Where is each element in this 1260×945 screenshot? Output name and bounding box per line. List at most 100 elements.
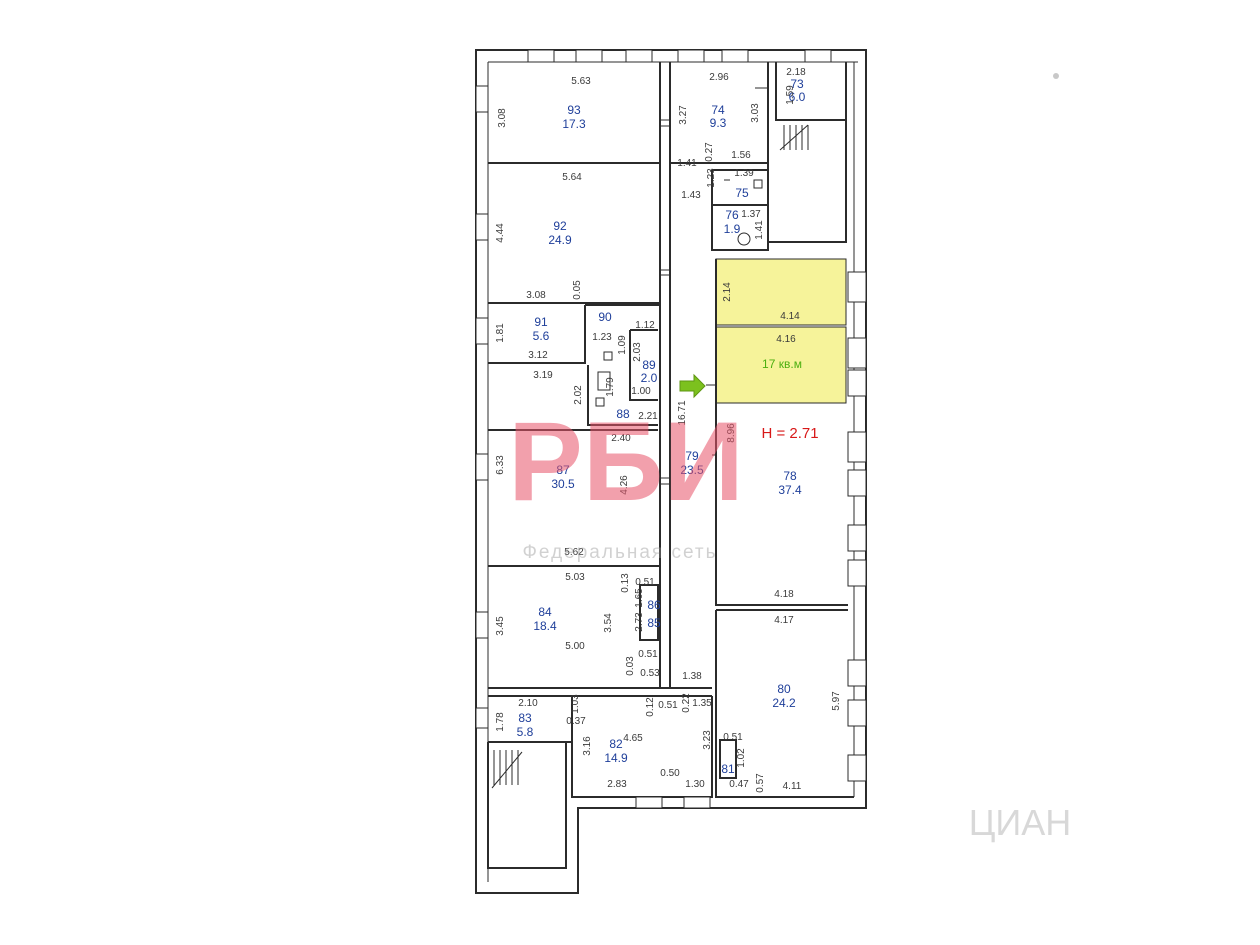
dim-label: 0.47 <box>729 779 749 790</box>
watermark-cian: ЦИАН <box>969 802 1072 843</box>
dim-label: 1.78 <box>495 712 506 732</box>
room-76-area: 1.9 <box>724 222 741 236</box>
dim-label: 2.40 <box>611 433 631 444</box>
room-84-area: 18.4 <box>533 619 557 633</box>
dim-label: 0.12 <box>645 697 656 717</box>
dim-label: 5.00 <box>565 641 585 652</box>
dim-label: 4.14 <box>780 311 800 322</box>
room-92-area: 24.9 <box>548 233 572 247</box>
dim-label: 2.21 <box>638 411 658 422</box>
dim-label: 1.81 <box>495 323 506 343</box>
room-91-number: 91 <box>534 315 548 329</box>
room-76-number: 76 <box>725 208 739 222</box>
dim-label: 5.97 <box>831 691 842 711</box>
dim-label: 5.64 <box>562 172 582 183</box>
entrance-arrow <box>679 373 706 399</box>
dim-label: 1.59 <box>785 85 796 105</box>
dim-label: 4.16 <box>776 334 796 345</box>
dim-label: 3.23 <box>702 730 713 750</box>
ceiling-height-label: H = 2.71 <box>761 425 818 442</box>
dim-label: 1.23 <box>706 168 717 188</box>
room-74-area: 9.3 <box>710 116 727 130</box>
dim-label: 4.11 <box>783 781 802 792</box>
dim-label: 2.18 <box>786 67 806 78</box>
room-89-number: 89 <box>642 358 656 372</box>
highlighted-area <box>715 258 847 404</box>
room-79-area: 23.5 <box>680 463 704 477</box>
dim-label: 1.02 <box>736 748 747 768</box>
room-73-area: 6.0 <box>789 90 806 104</box>
room-82-number: 82 <box>609 737 623 751</box>
stairs-bottom <box>491 750 523 789</box>
room-90-number: 90 <box>598 310 612 324</box>
dim-label: 1.23 <box>592 332 612 343</box>
dim-label: 0.05 <box>572 280 583 300</box>
room-85-number: 85 <box>647 616 661 630</box>
dim-label: 3.03 <box>750 103 761 123</box>
dim-label: 0.51 <box>635 577 655 588</box>
dim-label: 1.56 <box>731 150 751 161</box>
room-87-number: 87 <box>556 463 570 477</box>
dim-label: 1.43 <box>681 190 701 201</box>
dim-label: 3.08 <box>497 108 508 128</box>
dimension-labels: 5.63 3.08 5.64 4.44 3.08 0.05 1.81 3.12 … <box>495 67 842 793</box>
room-83-area: 5.8 <box>517 725 534 739</box>
room-75-number: 75 <box>735 186 749 200</box>
watermark: РБИ Федеральная сеть ЦИАН <box>508 73 1071 843</box>
dim-label: 5.62 <box>564 547 584 558</box>
room-78-number: 78 <box>783 469 797 483</box>
dim-label: 16.71 <box>677 400 688 425</box>
dim-label: 4.44 <box>495 223 506 243</box>
dim-label: 1.09 <box>617 335 628 355</box>
dim-label: 0.57 <box>755 773 766 793</box>
room-74-number: 74 <box>711 103 725 117</box>
interior-walls <box>487 62 854 869</box>
room-93-number: 93 <box>567 103 581 117</box>
watermark-tagline: Федеральная сеть <box>522 542 717 563</box>
room-92-number: 92 <box>553 219 567 233</box>
room-88-number: 88 <box>616 407 630 421</box>
dim-label: 3.16 <box>582 736 593 756</box>
dim-label: 0.50 <box>660 768 680 779</box>
dim-label: 4.18 <box>774 589 794 600</box>
dim-label: 0.03 <box>625 656 636 676</box>
dim-label: 4.17 <box>774 615 794 626</box>
dim-label: 2.10 <box>518 698 538 709</box>
dim-label: 3.45 <box>495 616 506 636</box>
windows <box>475 49 867 809</box>
dim-label: 1.03 <box>570 694 581 714</box>
dim-label: 2.14 <box>722 282 733 302</box>
dim-label: 1.38 <box>682 671 702 682</box>
room-84-number: 84 <box>538 605 552 619</box>
dim-label: 6.33 <box>495 455 506 475</box>
dim-label: 3.19 <box>533 370 553 381</box>
room-labels: 93 17.3 92 24.9 91 5.6 90 89 2.0 88 87 3… <box>517 77 806 776</box>
dim-label: 0.13 <box>620 573 631 593</box>
room-78-area: 37.4 <box>778 483 802 497</box>
dim-label: 0.51 <box>638 649 658 660</box>
dim-label: 3.12 <box>528 350 548 361</box>
room-73-number: 73 <box>790 77 804 91</box>
dim-label: 0.22 <box>681 693 692 713</box>
dim-label: 8.96 <box>726 423 737 443</box>
dim-label: 0.51 <box>723 732 743 743</box>
dim-label: 4.26 <box>619 475 630 495</box>
corner-dot-icon <box>1053 73 1059 79</box>
door-marks <box>595 87 768 485</box>
stairs-top <box>779 124 809 151</box>
dim-label: 3.08 <box>526 290 546 301</box>
dim-label: 0.53 <box>640 668 660 679</box>
room-82-area: 14.9 <box>604 751 628 765</box>
dim-label: 1.35 <box>692 698 712 709</box>
room-86-number: 86 <box>647 598 661 612</box>
room-83-number: 83 <box>518 711 532 725</box>
dim-label: 1.30 <box>685 779 705 790</box>
room-79-number: 79 <box>685 449 699 463</box>
room-80-area: 24.2 <box>772 696 796 710</box>
dim-label: 3.27 <box>678 105 689 125</box>
dim-label: 2.96 <box>709 72 729 83</box>
dim-label: 0.51 <box>658 700 678 711</box>
room-91-area: 5.6 <box>533 329 550 343</box>
highlight-area-label: 17 кв.м <box>762 357 802 371</box>
